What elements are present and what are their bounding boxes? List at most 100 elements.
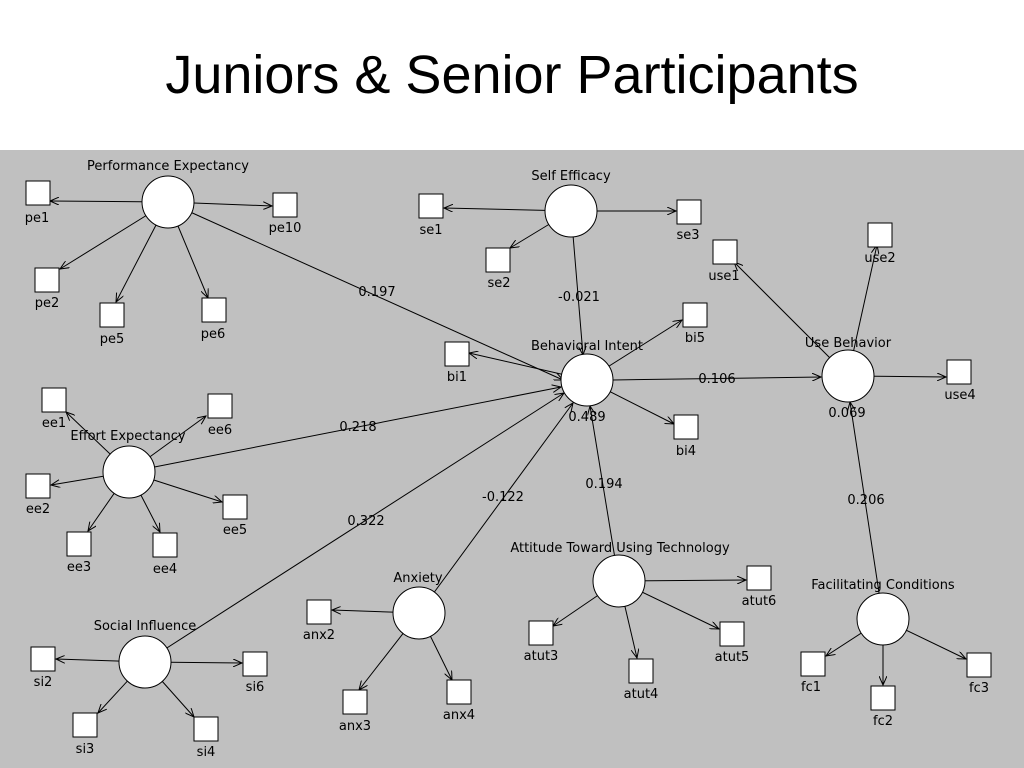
indicator-ee2-box[interactable] xyxy=(25,473,51,499)
indicator-se3-label: se3 xyxy=(676,228,699,243)
indicator-se1-label: se1 xyxy=(419,223,442,238)
label-anxiety: Anxiety xyxy=(393,571,443,586)
r2-use-behavior: 0.069 xyxy=(828,406,865,421)
label-self-efficacy: Self Efficacy xyxy=(531,169,611,184)
indicator-si2-label: si2 xyxy=(34,675,53,690)
path-si-bi xyxy=(144,393,564,663)
indicator-use4-label: use4 xyxy=(944,388,975,403)
indicator-atut3-box[interactable] xyxy=(528,620,554,646)
indicator-ee1-label: ee1 xyxy=(42,416,66,431)
indicator-si6-box[interactable] xyxy=(242,651,268,677)
path-bi-ub xyxy=(612,377,821,380)
indicator-use2-box[interactable] xyxy=(867,222,893,248)
indicator-atut3-label: atut3 xyxy=(524,649,559,664)
coef-anx-bi: -0.122 xyxy=(482,490,524,505)
indicator-pe10-label: pe10 xyxy=(269,221,302,236)
indicator-fc2-box[interactable] xyxy=(870,685,896,711)
indicator-ee6-box[interactable] xyxy=(207,393,233,419)
indicator-ee2-label: ee2 xyxy=(26,502,50,517)
construct-facilitating-conditions[interactable] xyxy=(856,592,910,646)
indicator-pe5-label: pe5 xyxy=(100,332,125,347)
indicator-ee4-label: ee4 xyxy=(153,562,177,577)
r2-behavioral-intent: 0.489 xyxy=(568,410,605,425)
indicator-pe1-label: pe1 xyxy=(25,211,50,226)
construct-effort-expectancy[interactable] xyxy=(102,445,156,499)
indicator-atut5-box[interactable] xyxy=(719,621,745,647)
indicator-si4-box[interactable] xyxy=(193,716,219,742)
indicator-fc1-box[interactable] xyxy=(800,651,826,677)
indicator-pe2-label: pe2 xyxy=(35,296,60,311)
indicator-atut5-label: atut5 xyxy=(715,650,750,665)
indicator-fc2-label: fc2 xyxy=(873,714,893,729)
indicator-bi1-box[interactable] xyxy=(444,341,470,367)
indicator-bi4-box[interactable] xyxy=(673,414,699,440)
indicator-bi5-box[interactable] xyxy=(682,302,708,328)
label-facilitating-conditions: Facilitating Conditions xyxy=(811,578,955,593)
indicator-se2-box[interactable] xyxy=(485,247,511,273)
indicator-atut6-box[interactable] xyxy=(746,565,772,591)
indicator-anx2-label: anx2 xyxy=(303,628,335,643)
indicator-atut6-label: atut6 xyxy=(742,594,777,609)
indicator-ee4-box[interactable] xyxy=(152,532,178,558)
indicator-bi5-label: bi5 xyxy=(685,331,705,346)
coef-si-bi: 0.322 xyxy=(347,514,384,529)
indicator-anx2-box[interactable] xyxy=(306,599,332,625)
path-att-bi xyxy=(590,406,620,584)
indicator-use4-box[interactable] xyxy=(946,359,972,385)
indicator-ee1-box[interactable] xyxy=(41,387,67,413)
indicator-ee3-box[interactable] xyxy=(66,531,92,557)
label-effort-expectancy: Effort Expectancy xyxy=(70,429,185,444)
indicator-ee5-label: ee5 xyxy=(223,523,247,538)
indicator-se3-box[interactable] xyxy=(676,199,702,225)
indicator-pe10-box[interactable] xyxy=(272,192,298,218)
indicator-anx4-box[interactable] xyxy=(446,679,472,705)
label-attitude: Attitude Toward Using Technology xyxy=(510,541,730,556)
label-behavioral-intent: Behavioral Intent xyxy=(531,339,643,354)
path-model-diagram: Performance Expectancy Self Efficacy Beh… xyxy=(0,150,1024,768)
indicator-ee6-label: ee6 xyxy=(208,423,232,438)
indicator-si3-box[interactable] xyxy=(72,712,98,738)
path-anx-bi xyxy=(418,403,573,614)
indicator-pe1-box[interactable] xyxy=(25,180,51,206)
coef-bi-ub: 0.106 xyxy=(698,372,735,387)
path-fc-ub xyxy=(850,402,884,620)
indicator-se1-box[interactable] xyxy=(418,193,444,219)
arrow-use1 xyxy=(734,262,849,377)
path-model-svg: Performance Expectancy Self Efficacy Beh… xyxy=(25,159,992,760)
indicator-si2-box[interactable] xyxy=(30,646,56,672)
construct-self-efficacy[interactable] xyxy=(544,184,598,238)
indicator-fc3-box[interactable] xyxy=(966,652,992,678)
construct-performance-expectancy[interactable] xyxy=(141,175,195,229)
indicator-pe5-box[interactable] xyxy=(99,302,125,328)
indicator-use1-label: use1 xyxy=(708,269,739,284)
path-ee-bi xyxy=(128,387,561,473)
construct-use-behavior[interactable] xyxy=(821,349,875,403)
construct-attitude[interactable] xyxy=(592,554,646,608)
indicator-pe6-box[interactable] xyxy=(201,297,227,323)
label-social-influence: Social Influence xyxy=(94,619,197,634)
indicator-ee3-label: ee3 xyxy=(67,560,91,575)
indicator-use2-label: use2 xyxy=(864,251,895,266)
indicator-pe2-box[interactable] xyxy=(34,267,60,293)
indicator-pe6-label: pe6 xyxy=(201,327,226,342)
label-performance-expectancy: Performance Expectancy xyxy=(87,159,249,174)
coef-fc-ub: 0.206 xyxy=(847,493,884,508)
indicator-anx3-box[interactable] xyxy=(342,689,368,715)
coef-ee-bi: 0.218 xyxy=(339,420,376,435)
indicator-atut4-box[interactable] xyxy=(628,658,654,684)
indicator-si4-label: si4 xyxy=(197,745,216,760)
indicator-bi1-label: bi1 xyxy=(447,370,467,385)
indicator-anx4-label: anx4 xyxy=(443,708,475,723)
construct-anxiety[interactable] xyxy=(392,586,446,640)
indicator-fc3-label: fc3 xyxy=(969,681,989,696)
slide-title: Juniors & Senior Participants xyxy=(165,45,859,105)
indicator-ee5-box[interactable] xyxy=(222,494,248,520)
indicator-si6-label: si6 xyxy=(246,680,265,695)
indicator-use1-box[interactable] xyxy=(712,239,738,265)
indicator-atut4-label: atut4 xyxy=(624,687,659,702)
construct-social-influence[interactable] xyxy=(118,635,172,689)
coef-pe-bi: 0.197 xyxy=(358,285,395,300)
indicator-si3-label: si3 xyxy=(76,742,95,757)
construct-behavioral-intent[interactable] xyxy=(560,353,614,407)
indicator-se2-label: se2 xyxy=(487,276,510,291)
